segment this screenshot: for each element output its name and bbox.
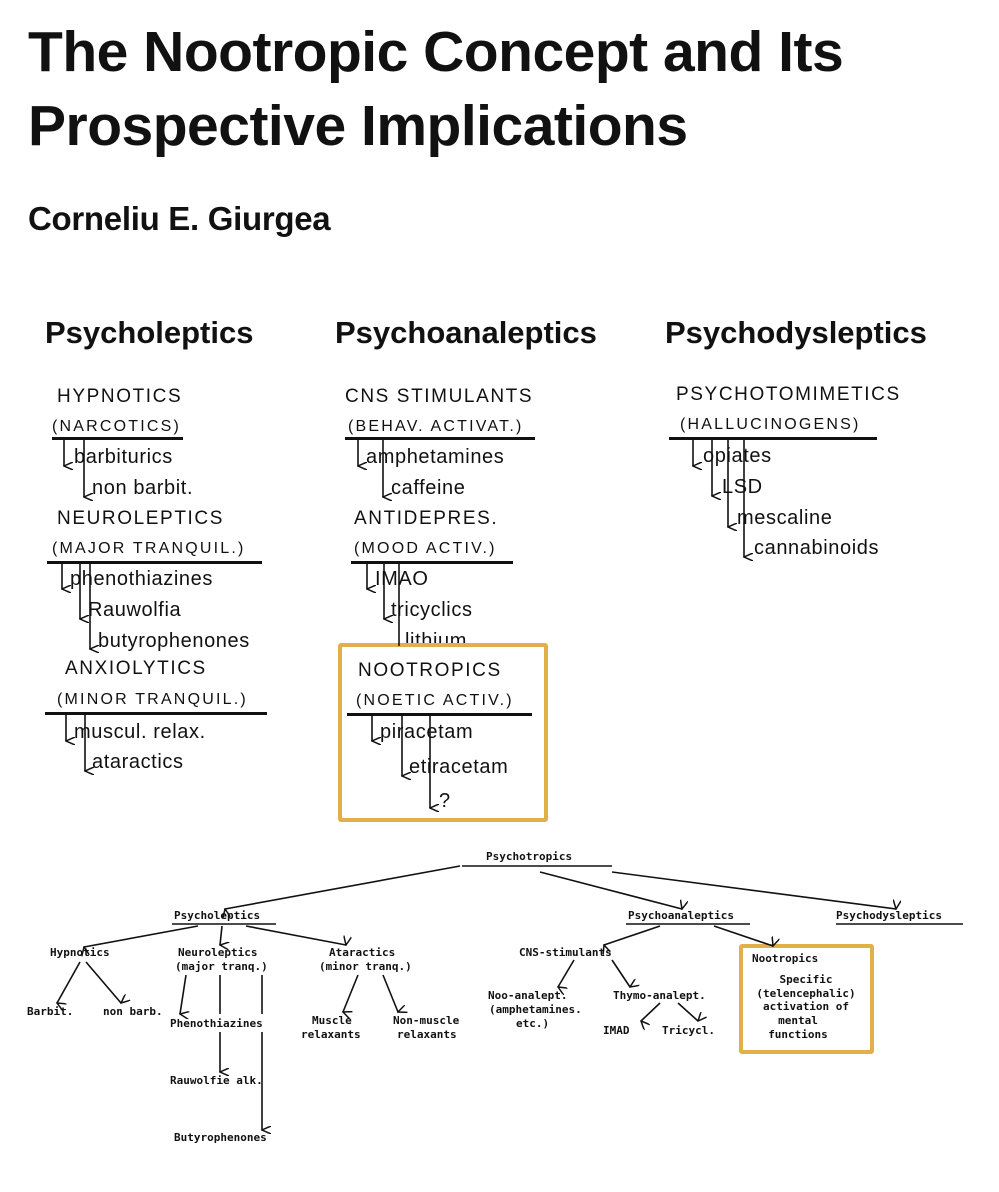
nootropics-label: NOOTROPICS xyxy=(358,660,502,681)
drug-rauwolfia: Rauwolfia xyxy=(88,599,182,621)
tree-barbit: Barbit. xyxy=(27,1005,74,1018)
drug-muscul-relax: muscul. relax. xyxy=(74,721,206,743)
tree-noo-analept-3: etc.) xyxy=(516,1017,550,1030)
tree-cns-stimulants: CNS-stimulants xyxy=(519,946,612,959)
nootropics-tree-highlight-box xyxy=(739,944,874,1054)
tree-butyrophenones: Butyrophenones xyxy=(174,1131,267,1144)
cns-stimulants-rule xyxy=(345,437,535,440)
tree-noo-analept-2: (amphetamines. xyxy=(489,1003,582,1016)
drug-caffeine: caffeine xyxy=(391,477,466,499)
tree-neuroleptics: Neuroleptics xyxy=(178,946,258,959)
psychotomimetics-label: PSYCHOTOMIMETICS xyxy=(676,384,901,405)
tree-nootropics-desc-4: mental xyxy=(778,1014,818,1027)
tree-imad: IMAD xyxy=(603,1024,630,1037)
tree-nootropics-desc-3: activation of xyxy=(762,1000,850,1013)
tree-thymo-analept: Thymo-analept. xyxy=(613,989,706,1002)
tree-non-barb: non barb. xyxy=(103,1005,163,1018)
drug-phenothiazines: phenothiazines xyxy=(70,568,213,590)
drug-imao: IMAO xyxy=(375,568,429,590)
tree-non-muscle-1: Non-muscle xyxy=(393,1014,460,1027)
tree-psychoanaleptics: Psychoanaleptics xyxy=(628,909,734,922)
drug-amphetamines: amphetamines xyxy=(366,446,505,468)
drug-etiracetam: etiracetam xyxy=(409,756,509,778)
psycholeptics-heading: Psycholeptics xyxy=(45,315,254,350)
tree-muscle-relaxants-1: Muscle xyxy=(312,1014,352,1027)
drug-question: ? xyxy=(439,790,451,812)
cns-stimulants-label: CNS STIMULANTS xyxy=(345,386,534,407)
tree-neuroleptics-sub: (major tranq.) xyxy=(175,960,268,973)
tree-muscle-relaxants-2: relaxants xyxy=(301,1028,361,1041)
nootropics-rule xyxy=(347,713,532,716)
noetic-activ-label: (NOETIC ACTIV.) xyxy=(356,692,514,709)
narcotics-label: (NARCOTICS) xyxy=(52,418,182,435)
tree-psychotropics: Psychotropics xyxy=(486,850,573,863)
tree-noo-analept-1: Noo-analept. xyxy=(488,989,568,1002)
major-tranquil-label: (MAJOR TRANQUIL.) xyxy=(52,540,246,557)
minor-tranquil-label: (MINOR TRANQUIL.) xyxy=(57,691,248,708)
antidepres-rule xyxy=(351,561,513,564)
drug-cannabinoids: cannabinoids xyxy=(754,537,880,559)
anxiolytics-label: ANXIOLYTICS xyxy=(65,658,207,679)
tree-psycholeptics: Psycholeptics xyxy=(174,909,261,922)
tree-phenothiazines: Phenothiazines xyxy=(170,1017,263,1030)
tree-hypnotics: Hypnotics xyxy=(50,946,110,959)
tree-nootropics: Nootropics xyxy=(752,952,819,965)
tree-nootropics-desc-2: (telencephalic) xyxy=(756,987,856,1000)
tree-ataractics: Ataractics xyxy=(329,946,396,959)
drug-lsd: LSD xyxy=(722,476,763,498)
neuroleptics-rule xyxy=(47,561,262,564)
behav-activat-label: (BEHAV. ACTIVAT.) xyxy=(348,418,524,435)
author-name: Corneliu E. Giurgea xyxy=(28,200,331,237)
mood-activ-label: (MOOD ACTIV.) xyxy=(354,540,497,557)
paper-title-line-1: The Nootropic Concept and Its xyxy=(28,20,844,84)
hallucinogens-label: (HALLUCINOGENS) xyxy=(680,416,861,433)
paper-title-line-2: Prospective Implications xyxy=(28,94,688,158)
nootropics-highlight-box xyxy=(338,643,548,822)
drug-opiates: opiates xyxy=(703,445,772,467)
tree-rauwolfie-alk: Rauwolfie alk. xyxy=(170,1074,263,1087)
drug-barbiturics: barbiturics xyxy=(74,446,173,468)
anxiolytics-rule xyxy=(45,712,267,715)
tree-non-muscle-2: relaxants xyxy=(397,1028,457,1041)
drug-lithium: lithium xyxy=(405,630,467,643)
psychotomimetics-rule xyxy=(669,437,877,440)
antidepres-label: ANTIDEPRES. xyxy=(354,508,499,529)
tree-ataractics-sub: (minor tranq.) xyxy=(319,960,412,973)
hypnotics-label: HYPNOTICS xyxy=(57,386,183,407)
drug-piracetam: piracetam xyxy=(380,721,474,743)
psychodysleptics-heading: Psychodysleptics xyxy=(665,315,927,350)
tree-nootropics-desc-5: functions xyxy=(768,1028,828,1041)
drug-ataractics: ataractics xyxy=(92,751,184,773)
tree-tricycl: Tricycl. xyxy=(662,1024,715,1037)
hypnotics-rule xyxy=(52,437,183,440)
tree-nootropics-desc-1: Specific xyxy=(779,973,833,986)
psychoanaleptics-heading: Psychoanaleptics xyxy=(335,315,597,350)
tree-psychodysleptics: Psychodysleptics xyxy=(836,909,942,922)
drug-non-barbit: non barbit. xyxy=(92,477,194,499)
neuroleptics-label: NEUROLEPTICS xyxy=(57,508,225,529)
drug-tricyclics: tricyclics xyxy=(391,599,473,621)
drug-butyrophenones: butyrophenones xyxy=(98,630,250,652)
drug-mescaline: mescaline xyxy=(737,507,833,529)
